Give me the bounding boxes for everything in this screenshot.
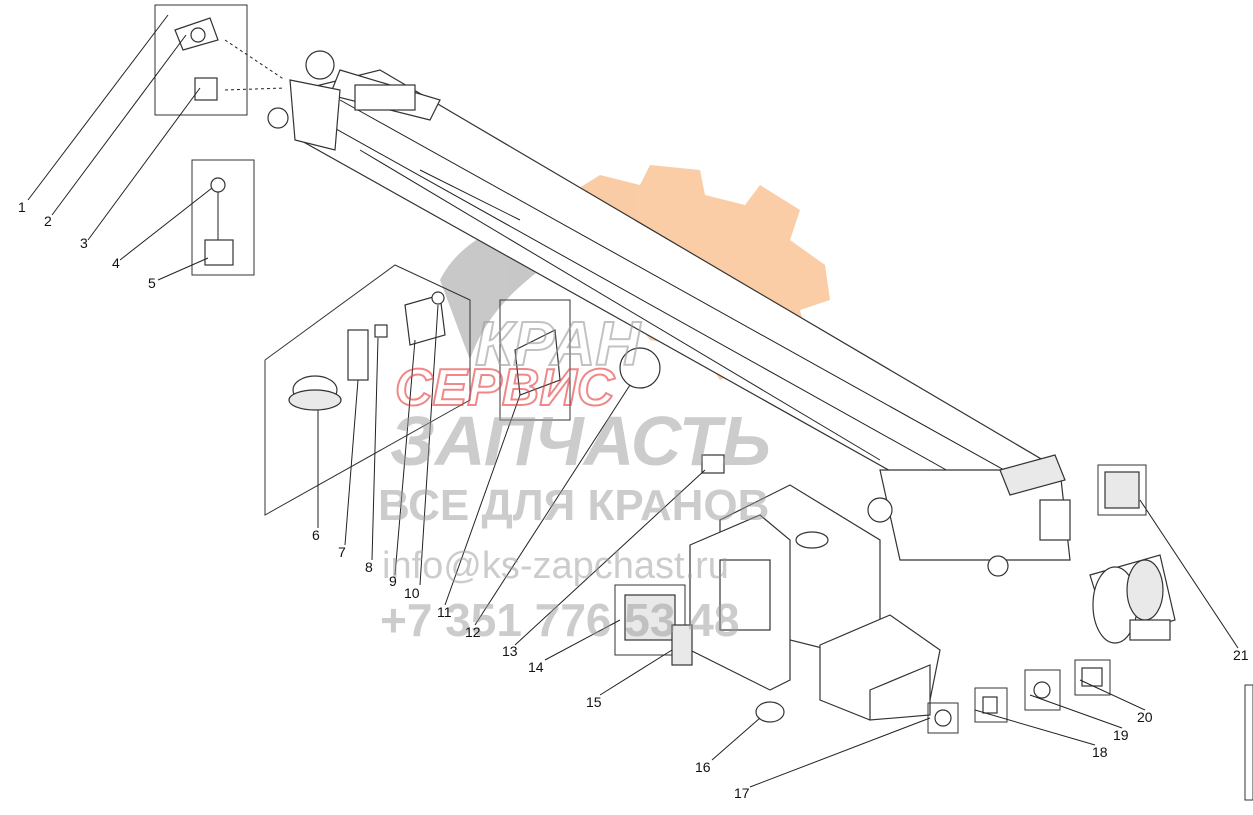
watermark: КРАН СЕРВИС ЗАПЧАСТЬ ВСЕ ДЛЯ КРАНОВ info… — [378, 309, 771, 646]
detail-part-16 — [755, 701, 785, 723]
callout-8: 8 — [365, 559, 373, 575]
callout-10: 10 — [404, 585, 420, 601]
operator-cabin — [689, 484, 941, 721]
detail-box-4-5 — [191, 159, 255, 276]
callout-15: 15 — [586, 694, 602, 710]
callout-13: 13 — [502, 643, 518, 659]
edge-frame — [1244, 684, 1253, 801]
watermark-line2: СЕРВИС — [395, 359, 616, 417]
leader-lines — [27, 14, 1239, 788]
callout-6: 6 — [312, 527, 320, 543]
detail-box-6-10 — [264, 264, 471, 516]
boom-pivot-assembly — [867, 454, 1071, 577]
callout-3: 3 — [80, 235, 88, 251]
callout-4: 4 — [112, 255, 120, 271]
detail-box-1-3 — [154, 4, 286, 116]
detail-box-18 — [974, 687, 1008, 723]
watermark-line3: ЗАПЧАСТЬ — [390, 402, 771, 480]
watermark-email: info@ks-zapchast.ru — [382, 545, 729, 587]
callout-18: 18 — [1092, 744, 1108, 760]
detail-part-12 — [619, 347, 661, 389]
detail-part-13 — [701, 454, 725, 474]
callout-20: 20 — [1137, 709, 1153, 725]
callout-19: 19 — [1113, 727, 1129, 743]
callout-16: 16 — [695, 759, 711, 775]
detail-box-15 — [671, 624, 693, 666]
telescopic-boom — [267, 50, 1061, 531]
detail-box-11 — [499, 299, 571, 421]
winch-drum — [1089, 554, 1176, 644]
callout-12: 12 — [465, 624, 481, 640]
callout-17: 17 — [734, 785, 750, 801]
watermark-line4: ВСЕ ДЛЯ КРАНОВ — [378, 481, 769, 530]
callout-2: 2 — [44, 213, 52, 229]
watermark-line1: КРАН — [475, 310, 641, 379]
callout-1: 1 — [18, 199, 26, 215]
callout-labels: 1 2 3 4 5 6 7 8 9 10 11 12 13 14 15 16 1… — [18, 199, 1249, 801]
callout-9: 9 — [389, 573, 397, 589]
detail-box-21 — [1097, 464, 1147, 516]
callout-5: 5 — [148, 275, 156, 291]
watermark-phone: +7 351 776 53 48 — [380, 594, 739, 646]
callout-14: 14 — [528, 659, 544, 675]
callout-7: 7 — [338, 544, 346, 560]
detail-box-20 — [1074, 659, 1111, 696]
detail-box-17 — [927, 702, 959, 734]
detail-box-14 — [614, 584, 686, 656]
callout-21: 21 — [1233, 647, 1249, 663]
callout-11: 11 — [437, 604, 452, 620]
detail-box-19 — [1024, 669, 1061, 711]
